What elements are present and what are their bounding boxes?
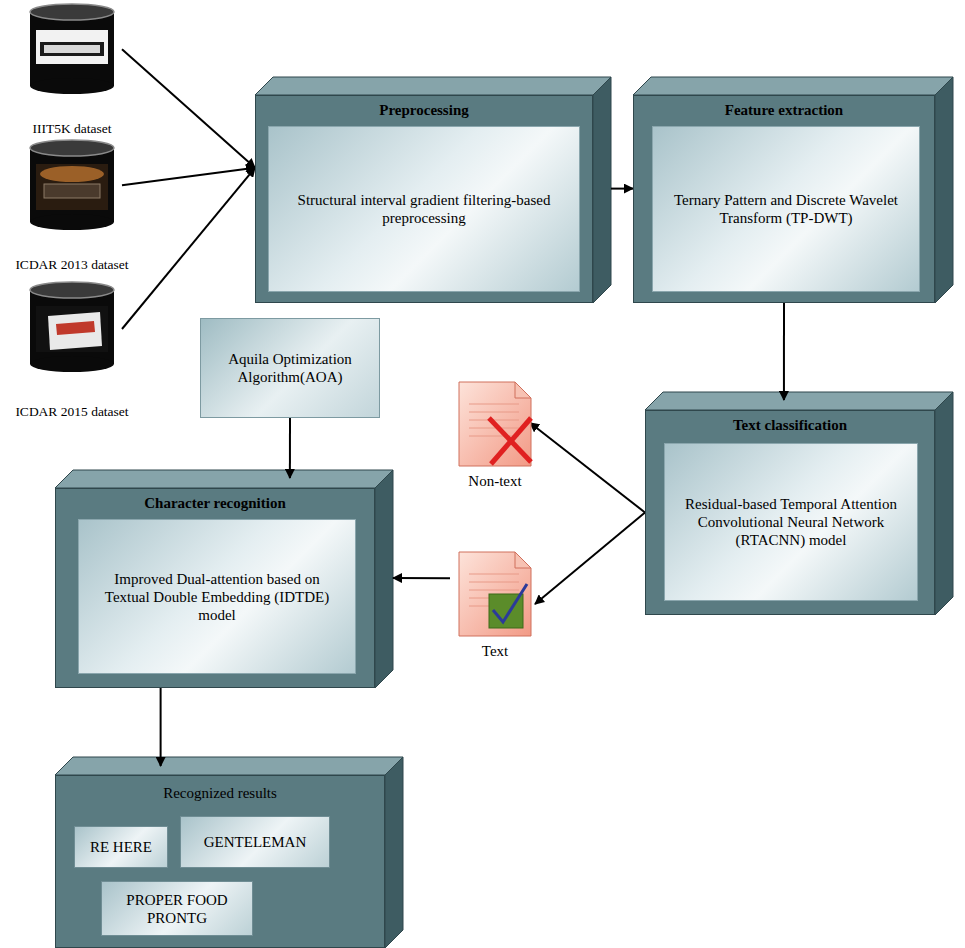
process-box: GENTELEMAN: [180, 816, 330, 868]
flow-arrow: [611, 188, 633, 190]
stage-box: Text classificationResidual-based Tempor…: [645, 410, 935, 615]
flow-arrow: [122, 168, 255, 329]
node-label: Residual-based Temporal Attention Convol…: [679, 495, 903, 549]
stage-box: PreprocessingStructural interval gradien…: [255, 95, 593, 303]
box-top-face: [633, 77, 953, 95]
flow-arrow: [160, 688, 162, 766]
node-label: IIIT5K dataset: [2, 121, 142, 137]
stage-box: Feature extractionTernary Pattern and Di…: [633, 95, 935, 303]
process-box: Ternary Pattern and Discrete Wavelet Tra…: [652, 126, 920, 292]
process-box: Structural interval gradient filtering-b…: [268, 126, 580, 292]
text-document-icon: [445, 548, 545, 640]
flow-arrow: [289, 418, 291, 478]
box-side-face: [935, 392, 953, 615]
stage-heading: Character recognition: [56, 489, 374, 512]
flow-arrow: [530, 423, 645, 513]
dataset-cylinder: [22, 280, 122, 375]
document-node: Non-text: [445, 378, 545, 490]
dataset-cylinder: [22, 138, 122, 233]
flow-arrow: [122, 49, 255, 168]
document-node: Text: [445, 548, 545, 660]
node-label: RE HERE: [90, 838, 152, 856]
node-label: Ternary Pattern and Discrete Wavelet Tra…: [667, 191, 905, 227]
box-top-face: [255, 77, 611, 95]
dataset-node: ICDAR 2015 dataset: [22, 280, 122, 420]
box-side-face: [385, 757, 403, 948]
process-box: RE HERE: [74, 826, 168, 868]
box-top-face: [645, 392, 953, 410]
dataset-node: IIIT5K dataset: [22, 2, 122, 137]
flow-arrow: [783, 303, 785, 400]
stage-box: Recognized results RE HERE GENTELEMAN PROPE…: [55, 775, 385, 948]
process-box: Aquila Optimization Algorithm(AOA): [200, 318, 380, 418]
process-box: Improved Dual-attention based on Textual…: [78, 519, 356, 674]
node-label: Structural interval gradient filtering-b…: [283, 191, 565, 227]
flow-arrow: [393, 577, 450, 579]
process-box: PROPER FOOD PRONTG: [101, 881, 253, 936]
stage-box: Character recognitionImproved Dual-atten…: [55, 488, 375, 688]
flow-arrow: [535, 513, 645, 605]
node-label: PROPER FOOD PRONTG: [108, 891, 246, 927]
node-label: Aquila Optimization Algorithm(AOA): [215, 350, 365, 386]
dataset-node: ICDAR 2013 dataset: [22, 138, 122, 273]
stage-heading: Feature extraction: [634, 96, 934, 119]
stage-heading: Preprocessing: [256, 96, 592, 119]
node-label: GENTELEMAN: [204, 833, 306, 851]
box-side-face: [935, 77, 953, 303]
non-text-document-icon: [445, 378, 545, 470]
stage-heading: Text classification: [646, 411, 934, 434]
node-label: Text: [425, 642, 565, 660]
stage-heading: Recognized results: [56, 776, 384, 802]
flow-arrow: [122, 168, 255, 185]
box-top-face: [55, 470, 393, 488]
node-label: Non-text: [425, 472, 565, 490]
box-side-face: [375, 470, 393, 688]
dataset-cylinder: [22, 2, 122, 97]
node-label: ICDAR 2013 dataset: [2, 257, 142, 273]
node-label: Improved Dual-attention based on Textual…: [93, 570, 341, 624]
node-label: ICDAR 2015 dataset: [2, 404, 142, 420]
box-side-face: [593, 77, 611, 303]
box-top-face: [55, 757, 403, 775]
process-box: Residual-based Temporal Attention Convol…: [664, 443, 918, 601]
